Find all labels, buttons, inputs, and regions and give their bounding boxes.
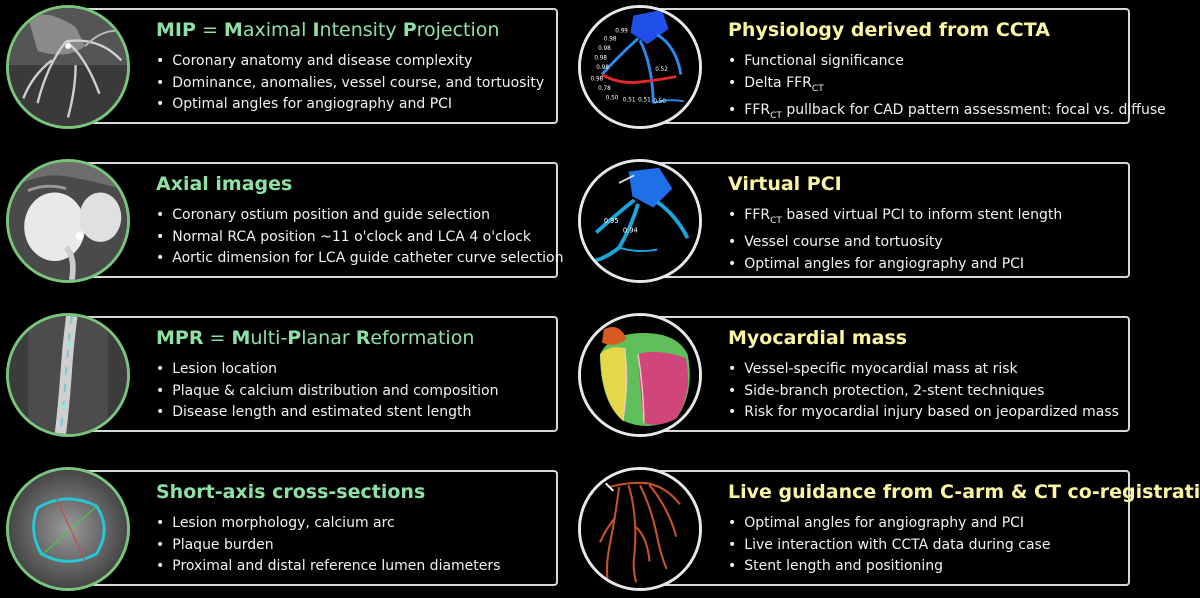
bullet-item: FFRCT pullback for CAD pattern assessmen… bbox=[728, 100, 1165, 127]
mpr-vessel-image bbox=[6, 313, 130, 437]
mip-angiogram-image bbox=[6, 5, 130, 129]
bullet-item: FFRCT based virtual PCI to inform stent … bbox=[728, 205, 1062, 232]
card-title: Short-axis cross-sections bbox=[156, 481, 426, 503]
myocardial-mass-card: Myocardial mass Vessel-specific myocardi… bbox=[578, 313, 1134, 437]
bullet-item: Aortic dimension for LCA guide catheter … bbox=[156, 248, 563, 270]
svg-text:0.51: 0.51 bbox=[638, 97, 651, 103]
svg-text:0.98: 0.98 bbox=[598, 46, 611, 52]
svg-text:0.98: 0.98 bbox=[604, 36, 617, 42]
bullet-item: Functional significance bbox=[728, 51, 1166, 73]
bullet-list: Lesion morphology, calcium arc Plaque bu… bbox=[156, 513, 500, 578]
bullet-list: Coronary anatomy and disease complexity … bbox=[156, 51, 544, 116]
cross-section-image bbox=[6, 467, 130, 591]
bullet-item: Coronary anatomy and disease complexity bbox=[156, 51, 544, 73]
bullet-item: Normal RCA position ~11 o'clock and LCA … bbox=[156, 227, 563, 249]
bullet-item: Optimal angles for angiography and PCI bbox=[728, 513, 1050, 535]
bullet-list: Lesion location Plaque & calcium distrib… bbox=[156, 359, 498, 424]
svg-text:0.99: 0.99 bbox=[615, 29, 628, 35]
svg-text:0.50: 0.50 bbox=[606, 95, 619, 101]
bullet-list: FFRCT based virtual PCI to inform stent … bbox=[728, 205, 1062, 275]
bullet-item: Optimal angles for angiography and PCI bbox=[728, 254, 1062, 276]
bullet-item: Plaque & calcium distribution and compos… bbox=[156, 381, 498, 403]
svg-text:0.98: 0.98 bbox=[591, 76, 604, 82]
card-title: MPR = Multi-Planar Reformation bbox=[156, 327, 475, 349]
bullet-item: Proximal and distal reference lumen diam… bbox=[156, 556, 500, 578]
svg-text:0.94: 0.94 bbox=[623, 226, 638, 234]
mip-card: MIP = Maximal Intensity Projection Coron… bbox=[6, 5, 562, 129]
card-title: Axial images bbox=[156, 173, 293, 195]
bullet-item: Lesion morphology, calcium arc bbox=[156, 513, 500, 535]
bullet-item: Dominance, anomalies, vessel course, and… bbox=[156, 73, 544, 95]
svg-text:0.51: 0.51 bbox=[623, 97, 636, 103]
coregistration-tree-image bbox=[578, 467, 702, 591]
card-title: Physiology derived from CCTA bbox=[728, 19, 1050, 41]
card-title: Virtual PCI bbox=[728, 173, 842, 195]
ffr-ct-model-image: 0.99 0.98 0.98 0.98 0.98 0.52 0.98 0.78 … bbox=[578, 5, 702, 129]
bullet-item: Risk for myocardial injury based on jeop… bbox=[728, 402, 1119, 424]
bullet-item: Plaque burden bbox=[156, 535, 500, 557]
card-title: Live guidance from C-arm & CT co-registr… bbox=[728, 481, 1200, 503]
bullet-list: Vessel-specific myocardial mass at risk … bbox=[728, 359, 1119, 424]
svg-text:0.78: 0.78 bbox=[598, 86, 611, 92]
axial-card: Axial images Coronary ostium position an… bbox=[6, 159, 563, 283]
svg-text:0.98: 0.98 bbox=[596, 65, 609, 71]
bullet-item: Coronary ostium position and guide selec… bbox=[156, 205, 563, 227]
bullet-item: Delta FFRCT bbox=[728, 73, 1166, 100]
svg-text:0.98: 0.98 bbox=[594, 55, 607, 61]
axial-ct-image bbox=[6, 159, 130, 283]
live-guidance-card: Live guidance from C-arm & CT co-registr… bbox=[578, 467, 1200, 591]
virtual-pci-card: 0.95 0.94 Virtual PCI FFRCT based virtua… bbox=[578, 159, 1134, 283]
bullet-list: Optimal angles for angiography and PCI L… bbox=[728, 513, 1050, 578]
bullet-list: Functional significance Delta FFRCT FFRC… bbox=[728, 51, 1166, 127]
bullet-item: Stent length and positioning bbox=[728, 556, 1050, 578]
card-title: Myocardial mass bbox=[728, 327, 908, 349]
bullet-item: Live interaction with CCTA data during c… bbox=[728, 535, 1050, 557]
svg-text:0.95: 0.95 bbox=[604, 217, 619, 225]
bullet-list: Coronary ostium position and guide selec… bbox=[156, 205, 563, 270]
bullet-item: Vessel course and tortuosity bbox=[728, 232, 1062, 254]
physiology-card: 0.99 0.98 0.98 0.98 0.98 0.52 0.98 0.78 … bbox=[578, 5, 1166, 129]
mpr-card: MPR = Multi-Planar Reformation Lesion lo… bbox=[6, 313, 562, 437]
bullet-item: Disease length and estimated stent lengt… bbox=[156, 402, 498, 424]
virtual-pci-model-image: 0.95 0.94 bbox=[578, 159, 702, 283]
bullet-item: Vessel-specific myocardial mass at risk bbox=[728, 359, 1119, 381]
bullet-item: Lesion location bbox=[156, 359, 498, 381]
card-title: MIP = Maximal Intensity Projection bbox=[156, 19, 500, 41]
bullet-item: Optimal angles for angiography and PCI bbox=[156, 94, 544, 116]
bullet-item: Side-branch protection, 2-stent techniqu… bbox=[728, 381, 1119, 403]
short-axis-card: Short-axis cross-sections Lesion morphol… bbox=[6, 467, 562, 591]
svg-text:0.52: 0.52 bbox=[655, 67, 668, 73]
myocardial-territory-image bbox=[578, 313, 702, 437]
svg-text:0.50: 0.50 bbox=[653, 99, 666, 105]
